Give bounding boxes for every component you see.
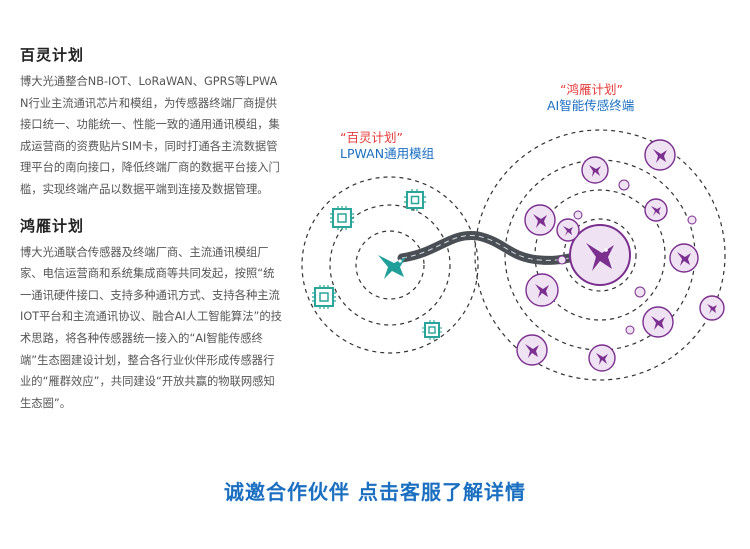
contact-cta-link[interactable]: 诚邀合作伙伴 点击客服了解详情 xyxy=(224,480,526,504)
section-title-hongyan: 鸿雁计划 xyxy=(20,216,85,235)
right-label-subtitle: AI智能传感终端 xyxy=(547,98,635,113)
section-body-hongyan: 博大光通联合传感器及终端厂商、主流通讯模组厂家、电信运营商和系统集成商等共同发起… xyxy=(20,245,282,410)
section-title-bailing: 百灵计划 xyxy=(20,46,85,64)
left-label-subtitle: LPWAN通用模组 xyxy=(340,146,435,161)
left-label-title: “百灵计划” xyxy=(340,130,403,145)
bird-icon xyxy=(557,179,697,335)
bird-icon xyxy=(378,255,406,279)
ecosystem-diagram: “百灵计划” LPWAN通用模组 “鸿雁计划” AI智能传感终端 xyxy=(300,60,740,390)
bird-icon xyxy=(516,139,725,372)
left-column: 百灵计划 博大光通整合NB-IOT、LoRaWAN、GPRS等LPWAN行业主流… xyxy=(20,44,282,414)
section-body-bailing: 博大光通整合NB-IOT、LoRaWAN、GPRS等LPWAN行业主流通讯芯片和… xyxy=(20,75,280,196)
bird-icon xyxy=(569,224,631,286)
diagram-graphic xyxy=(301,129,726,381)
right-label-title: “鸿雁计划” xyxy=(560,82,623,97)
left-rings xyxy=(301,176,479,354)
chip-icon xyxy=(312,189,442,340)
